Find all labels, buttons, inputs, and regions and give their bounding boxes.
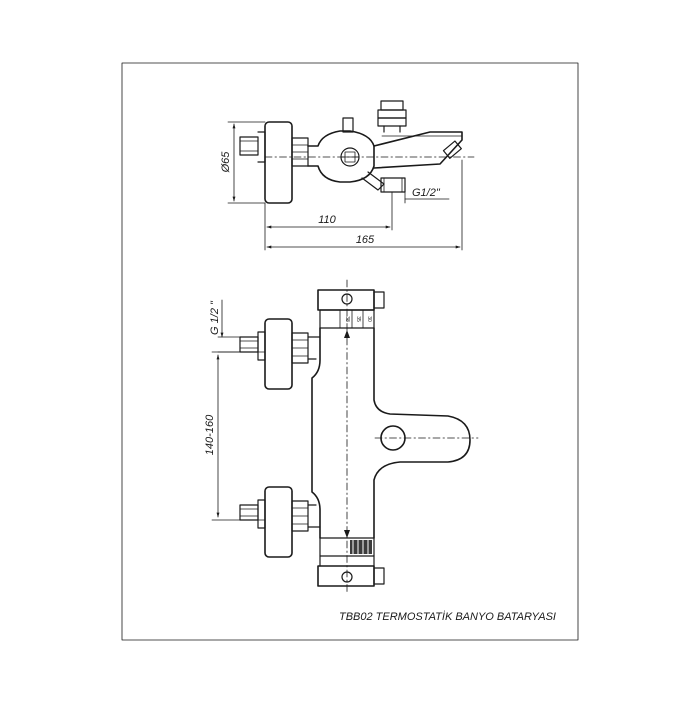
dim-spacing-label: 140-160 (204, 414, 216, 455)
top-flange (264, 121, 293, 204)
dim-thread-top-label: G1/2" (412, 187, 441, 199)
scale-mark-3: 30 (366, 316, 372, 322)
scale-pointer-bottom (344, 530, 350, 538)
top-shower-handle (377, 109, 407, 119)
dim-diameter-label: Ø65 (220, 151, 232, 174)
dim-110-label: 110 (318, 214, 336, 226)
dim-thread-side-label: G 1/2 " (209, 300, 221, 335)
drawing-title: TBB02 TERMOSTATİK BANYO BATARYASI (339, 611, 556, 623)
front-view: 38 35 30 (204, 279, 479, 593)
front-body-right (373, 327, 471, 539)
scale-mark-2: 35 (355, 316, 361, 322)
top-spout (373, 131, 463, 169)
top-nozzle (442, 140, 462, 159)
top-body (307, 130, 375, 183)
dim-165-label: 165 (356, 234, 375, 246)
front-lower-flange (264, 486, 293, 558)
front-upper-flange (264, 318, 293, 390)
drawing-frame (121, 62, 579, 641)
top-outlet-nut (380, 177, 406, 193)
top-inlet-stub (239, 136, 259, 156)
top-view: Ø65 G1/2" 110 165 (220, 100, 475, 251)
front-body-left (311, 327, 321, 539)
front-top-cap (317, 289, 375, 311)
front-bottom-cap (317, 565, 375, 587)
